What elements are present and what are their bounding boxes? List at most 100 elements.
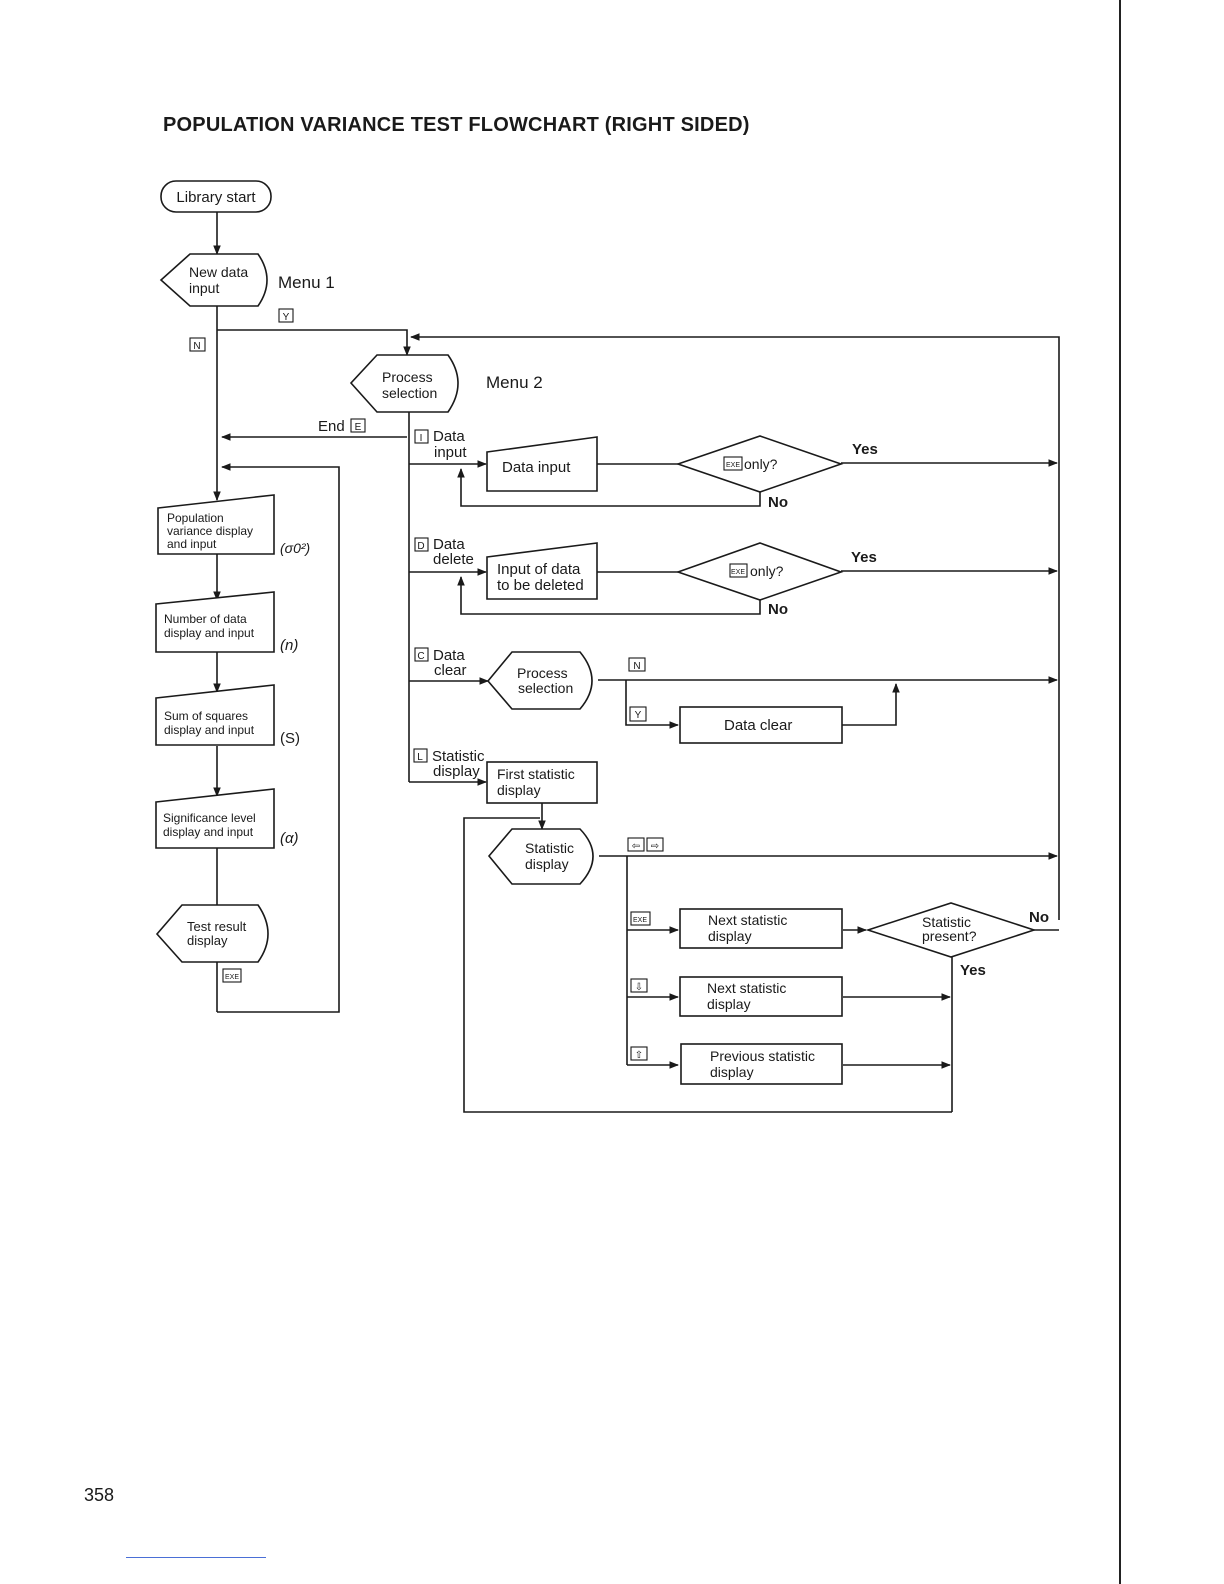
no-label-3: No: [1029, 909, 1049, 926]
page-number: 358: [84, 1485, 115, 1505]
svg-text:present?: present?: [922, 928, 977, 944]
key-y-icon: Y: [278, 308, 294, 323]
svg-text:Data clear: Data clear: [724, 717, 792, 734]
data-clear-branch-label: Data: [433, 647, 465, 664]
svg-text:⇦: ⇦: [632, 841, 640, 852]
svg-text:display: display: [710, 1064, 754, 1080]
exe-only-decision-2: only?: [675, 542, 844, 601]
population-variance-symbol: (σ0²): [280, 540, 310, 556]
svg-text:I: I: [420, 433, 423, 444]
svg-text:Significance level: Significance level: [163, 811, 256, 825]
svg-text:Next statistic: Next statistic: [707, 980, 786, 996]
next-statistic-display-box-1: Next statistic display: [679, 908, 843, 949]
library-start-terminal: Library start: [160, 180, 272, 213]
key-c-icon: C: [414, 647, 429, 662]
svg-text:Input of data: Input of data: [497, 561, 581, 578]
test-result-display: Test result display: [155, 904, 269, 963]
yes-label-3: Yes: [960, 962, 986, 979]
svg-text:display and input: display and input: [164, 723, 255, 737]
sum-of-squares-box: Sum of squares display and input: [155, 684, 275, 746]
key-exe-icon-2: EXE: [729, 563, 748, 578]
svg-text:L: L: [417, 752, 423, 763]
svg-text:only?: only?: [744, 456, 778, 472]
process-selection-display: Process selection: [349, 354, 459, 413]
data-input-branch-label: Data: [433, 428, 465, 445]
key-exe-icon-3: EXE: [630, 911, 651, 926]
svg-text:only?: only?: [750, 563, 784, 579]
key-n-icon-2: N: [628, 657, 646, 672]
sum-of-squares-symbol: (S): [280, 730, 300, 747]
menu-1-label: Menu 1: [278, 273, 335, 292]
statistic-present-decision: Statistic present?: [865, 902, 1037, 958]
key-exe-icon-4: EXE: [222, 968, 242, 983]
previous-statistic-display-box: Previous statistic display: [680, 1043, 843, 1085]
page-title: POPULATION VARIANCE TEST FLOWCHART (RIGH…: [163, 114, 750, 136]
svg-text:variance display: variance display: [167, 524, 253, 538]
exe-only-decision-1: only?: [675, 435, 844, 493]
page-right-border: [1119, 0, 1121, 1584]
svg-text:Y: Y: [635, 710, 642, 721]
no-label-2: No: [768, 601, 788, 618]
yes-label-2: Yes: [851, 549, 877, 566]
new-data-input-display: New data input: [159, 253, 268, 307]
statistic-display-branch-label-2: display: [433, 763, 480, 780]
svg-text:⇩: ⇩: [635, 982, 643, 993]
data-clear-branch-label-2: clear: [434, 662, 467, 679]
key-e-icon: E: [350, 418, 366, 433]
svg-text:Statistic: Statistic: [525, 840, 574, 856]
key-n-icon: N: [189, 337, 206, 352]
key-exe-icon-1: EXE: [723, 456, 743, 471]
svg-text:EXE: EXE: [731, 569, 745, 576]
process-selection-display-2: Process selection: [486, 651, 593, 710]
data-input-branch-label-2: input: [434, 444, 467, 461]
svg-text:Library start: Library start: [176, 189, 256, 206]
svg-text:Number of data: Number of data: [164, 612, 247, 626]
svg-text:and input: and input: [167, 537, 217, 551]
svg-text:⇨: ⇨: [651, 841, 659, 852]
svg-text:Previous statistic: Previous statistic: [710, 1048, 815, 1064]
svg-text:Statistic: Statistic: [922, 914, 971, 930]
population-variance-box: Population variance display and input: [157, 494, 275, 555]
svg-text:selection: selection: [518, 680, 573, 696]
data-delete-branch-label-2: delete: [433, 551, 474, 568]
svg-text:Sum of squares: Sum of squares: [164, 709, 248, 723]
significance-level-box: Significance level display and input: [155, 788, 275, 849]
svg-text:Process: Process: [517, 665, 568, 681]
svg-text:to be deleted: to be deleted: [497, 577, 584, 594]
svg-text:display: display: [707, 996, 751, 1012]
svg-text:EXE: EXE: [726, 462, 740, 469]
svg-text:N: N: [633, 661, 640, 672]
key-d-icon: D: [414, 537, 429, 552]
svg-text:display and input: display and input: [163, 825, 254, 839]
key-up-arrow-icon: ⇧: [630, 1046, 648, 1061]
svg-text:First statistic: First statistic: [497, 766, 575, 782]
key-right-arrow-icon: ⇨: [646, 837, 664, 852]
svg-text:Population: Population: [167, 511, 224, 525]
svg-text:Data input: Data input: [502, 459, 571, 476]
svg-text:input: input: [189, 280, 219, 296]
first-statistic-display-box: First statistic display: [486, 761, 598, 804]
input-data-to-delete-box: Input of data to be deleted: [486, 542, 598, 600]
svg-text:selection: selection: [382, 385, 437, 401]
data-delete-branch-label: Data: [433, 536, 465, 553]
svg-text:EXE: EXE: [225, 974, 239, 981]
significance-level-symbol: (α): [280, 830, 299, 847]
data-input-box: Data input: [486, 436, 598, 492]
key-left-arrow-icon: ⇦: [627, 837, 645, 852]
svg-text:D: D: [417, 541, 424, 552]
key-i-icon: I: [414, 429, 429, 444]
menu-2-label: Menu 2: [486, 373, 543, 392]
svg-text:⇧: ⇧: [635, 1050, 643, 1061]
number-of-data-symbol: (n): [280, 637, 298, 654]
statistic-display-branch-label: Statistic: [432, 748, 485, 765]
key-y-icon-2: Y: [629, 706, 647, 722]
number-of-data-box: Number of data display and input: [155, 591, 275, 653]
next-statistic-display-box-2: Next statistic display: [679, 976, 843, 1017]
svg-text:E: E: [355, 422, 362, 433]
svg-text:Next statistic: Next statistic: [708, 912, 787, 928]
svg-text:Y: Y: [283, 312, 290, 323]
data-clear-box: Data clear: [679, 706, 843, 744]
statistic-display-shape: Statistic display: [487, 828, 594, 885]
svg-text:display: display: [187, 933, 228, 948]
